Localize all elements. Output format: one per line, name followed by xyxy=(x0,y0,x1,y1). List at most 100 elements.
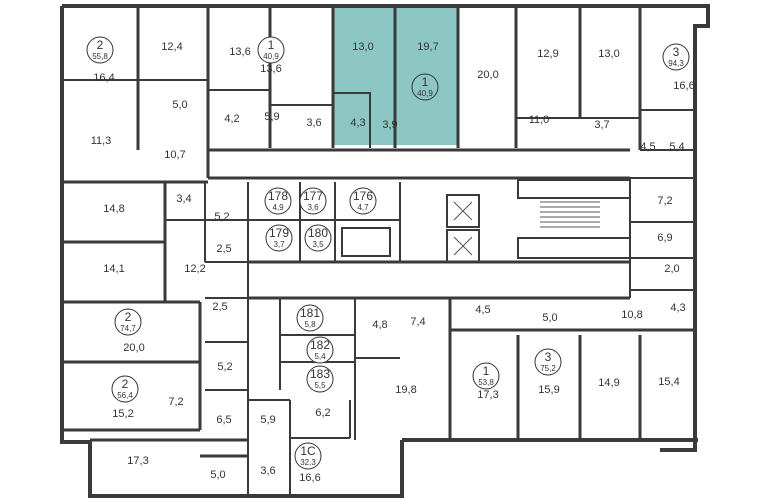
room-area-label: 7,4 xyxy=(410,316,425,328)
apartment-marker-circle[interactable] xyxy=(299,187,327,215)
apartment-rooms: 176 xyxy=(353,189,373,203)
room-area-label: 15,4 xyxy=(658,376,679,388)
room-area-label: 17,3 xyxy=(477,389,498,401)
apartment-marker-circle[interactable] xyxy=(472,362,500,390)
apartment-marker-circle[interactable] xyxy=(662,43,690,71)
apartment-a16[interactable]: 375,2 xyxy=(534,348,562,376)
room-area-label: 16,4 xyxy=(93,72,114,84)
room-area-label: 4,3 xyxy=(670,302,685,314)
room-area-label: 3,6 xyxy=(306,117,321,129)
apartment-marker-circle[interactable] xyxy=(411,73,439,101)
apartment-rooms: 3 xyxy=(545,350,552,364)
apartment-rooms: 1С xyxy=(300,444,316,458)
room-area-label: 12,4 xyxy=(161,41,182,53)
apartment-total-area: 40,9 xyxy=(417,89,433,98)
room-area-label: 13,6 xyxy=(260,63,281,75)
apartment-total-area: 53,8 xyxy=(478,378,494,387)
room-area-label: 5,0 xyxy=(172,99,187,111)
apartment-a2[interactable]: 140,9 xyxy=(257,36,285,64)
room-area-label: 17,3 xyxy=(127,455,148,467)
room-area-label: 2,0 xyxy=(664,263,679,275)
apartment-rooms: 2 xyxy=(97,38,104,52)
room-area-label: 5,0 xyxy=(542,312,557,324)
apartment-total-area: 74,7 xyxy=(120,324,136,333)
room-area-label: 10,7 xyxy=(164,149,185,161)
apartment-markers: 255,8140,9140,9394,31784,91773,61764,717… xyxy=(86,36,690,470)
apartment-marker-circle[interactable] xyxy=(534,348,562,376)
room-area-label: 7,2 xyxy=(657,195,672,207)
apartment-a3[interactable]: 140,9 xyxy=(411,73,439,101)
apartment-total-area: 4,7 xyxy=(357,203,369,212)
apartment-a13[interactable]: 274,7 xyxy=(114,308,142,336)
apartment-total-area: 5,8 xyxy=(304,320,316,329)
room-area-label: 14,9 xyxy=(598,377,619,389)
room-area-label: 4,5 xyxy=(475,304,490,316)
room-area-label: 6,2 xyxy=(315,407,330,419)
apartment-total-area: 3,6 xyxy=(307,203,319,212)
apartment-total-area: 75,2 xyxy=(540,364,556,373)
apartment-marker-circle[interactable] xyxy=(111,375,139,403)
room-area-label: 5,4 xyxy=(669,141,684,153)
apartment-total-area: 40,9 xyxy=(263,52,279,61)
room-area-label: 16,6 xyxy=(673,80,694,92)
room-area-label: 4,2 xyxy=(224,113,239,125)
room-area-label: 5,9 xyxy=(264,111,279,123)
room-area-label: 15,9 xyxy=(538,384,559,396)
room-area-label: 3,4 xyxy=(176,193,191,205)
apartment-a14[interactable]: 256,4 xyxy=(111,375,139,403)
apartment-marker-circle[interactable] xyxy=(257,36,285,64)
apartment-total-area: 3,7 xyxy=(273,240,285,249)
walls xyxy=(60,4,710,498)
apartment-marker-circle[interactable] xyxy=(304,224,332,252)
room-area-label: 13,0 xyxy=(352,41,373,53)
apartment-rooms: 182 xyxy=(310,338,330,352)
apartment-marker-circle[interactable] xyxy=(306,365,334,393)
room-area-label: 19,7 xyxy=(417,41,438,53)
apartment-rooms: 1 xyxy=(483,364,490,378)
apartment-total-area: 5,5 xyxy=(314,381,326,390)
room-area-label: 11,0 xyxy=(529,114,550,126)
apartment-a1[interactable]: 255,8 xyxy=(86,36,114,64)
apartment-marker-circle[interactable] xyxy=(114,308,142,336)
apartment-a15[interactable]: 153,8 xyxy=(472,362,500,390)
room-area-label: 20,0 xyxy=(477,69,498,81)
room-area-label: 5,2 xyxy=(214,211,229,223)
room-area-label: 4,3 xyxy=(350,117,365,129)
apartment-rooms: 2 xyxy=(125,310,132,324)
room-area-label: 3,6 xyxy=(260,465,275,477)
apartment-rooms: 181 xyxy=(300,306,320,320)
apartment-marker-circle[interactable] xyxy=(306,336,334,364)
apartment-marker-circle[interactable] xyxy=(296,304,324,332)
room-area-label: 14,8 xyxy=(103,203,124,215)
apartment-marker-circle[interactable] xyxy=(86,36,114,64)
room-area-label: 20,0 xyxy=(123,342,144,354)
apartment-rooms: 1 xyxy=(422,75,429,89)
apartment-rooms: 1 xyxy=(268,38,275,52)
room-area-label: 19,8 xyxy=(395,384,416,396)
apartment-a4[interactable]: 394,3 xyxy=(662,43,690,71)
room-area-label: 13,6 xyxy=(229,46,250,58)
apartment-marker-circle[interactable] xyxy=(264,187,292,215)
stairs xyxy=(453,201,600,256)
apartment-marker-circle[interactable] xyxy=(294,442,322,470)
apartment-rooms: 178 xyxy=(268,189,288,203)
apartment-total-area: 55,8 xyxy=(92,52,108,61)
room-area-label: 5,0 xyxy=(210,469,225,481)
room-area-label: 6,9 xyxy=(657,232,672,244)
apartment-marker-circle[interactable] xyxy=(349,187,377,215)
room-area-label: 2,5 xyxy=(212,301,227,313)
room-area-label: 4,8 xyxy=(372,319,387,331)
apartment-marker-circle[interactable] xyxy=(265,224,293,252)
apartment-total-area: 3,5 xyxy=(312,240,324,249)
